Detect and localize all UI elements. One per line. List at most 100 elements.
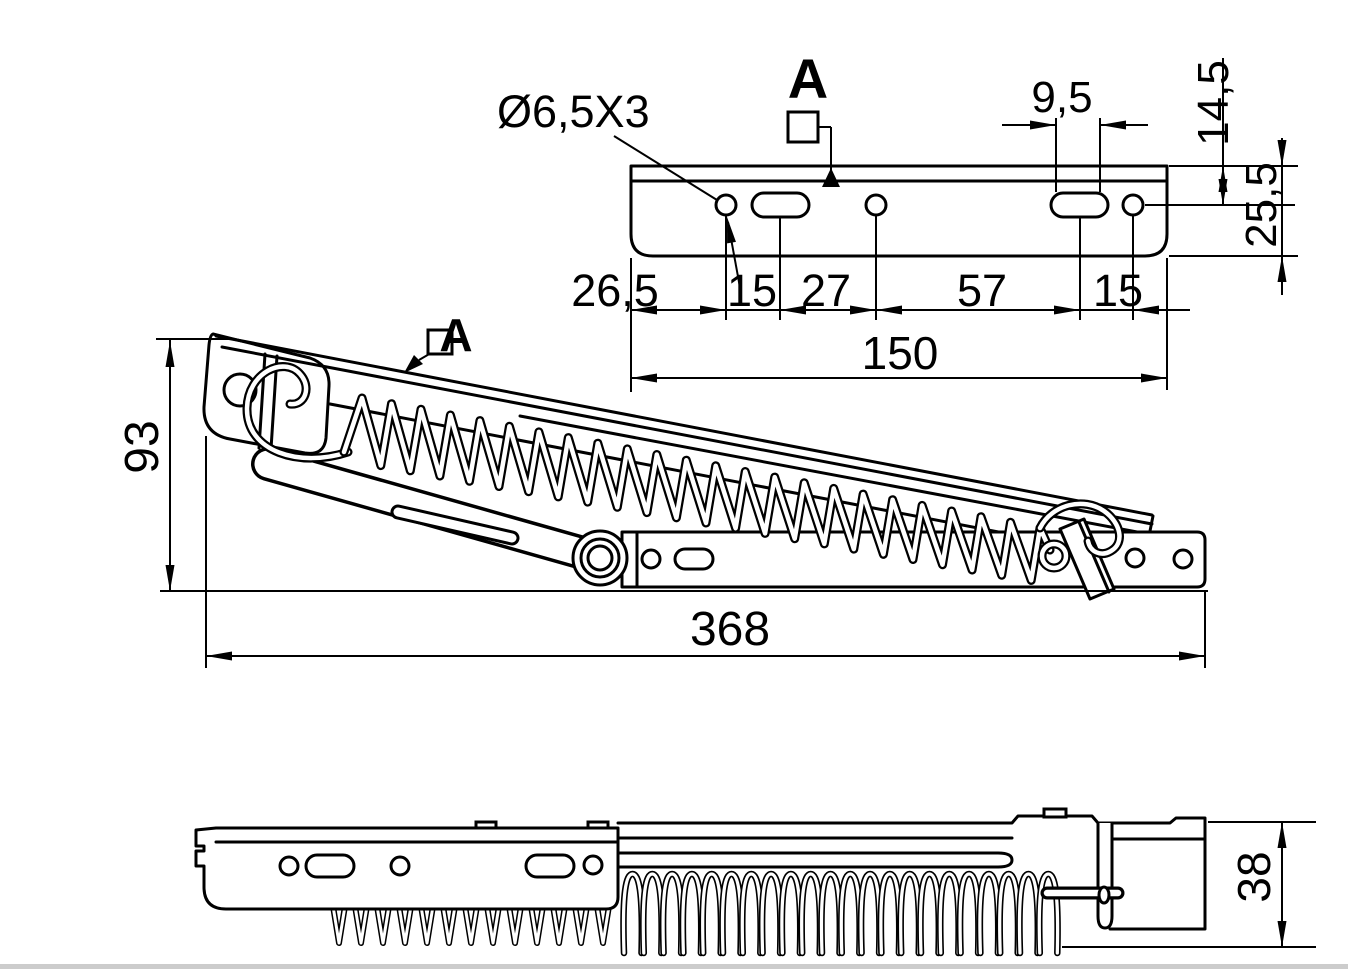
plan-spring-v-coil-core (485, 904, 501, 945)
base-hole-3 (1172, 548, 1194, 570)
dimension-arrow (1277, 256, 1287, 282)
dimension-arrow (727, 217, 736, 244)
section-marker-triangle-detail (822, 168, 840, 187)
dimension-arrow (1277, 140, 1287, 166)
page-bottom-rule (0, 964, 1348, 969)
dimension-arrow (1277, 822, 1287, 848)
dim-chain-4: 57 (957, 265, 1007, 316)
dim-chain-3: 27 (801, 265, 851, 316)
plan-spring-v-coil-core (397, 904, 413, 945)
upper-arm-top-edge (214, 334, 1154, 517)
section-label-side: A (439, 309, 472, 361)
center-pivot-hole (586, 544, 614, 572)
spring-left-hook-core (244, 364, 351, 461)
dimension-arrow (165, 565, 175, 591)
plan-hole-2 (389, 855, 411, 877)
section-marker-triangle-side (404, 355, 423, 373)
end-bracket-edge (1077, 520, 1111, 594)
tension-spring-side-view (242, 362, 1124, 585)
dim-chain-5: 15 (1093, 265, 1143, 316)
plate-hole-1 (714, 193, 738, 217)
plan-slot-2 (524, 853, 576, 879)
link-arm-core (254, 450, 611, 571)
dimension-arrow (206, 651, 232, 661)
dimension-arrow (1277, 921, 1287, 947)
plate-slot-2 (1049, 191, 1110, 219)
dim-folded-thickness: 38 (1228, 851, 1280, 902)
anchor-bracket (202, 332, 331, 455)
dim-slot-width: 9,5 (1031, 73, 1092, 122)
dimension-arrow (1133, 305, 1159, 315)
dimension-arrow (1141, 373, 1167, 383)
plan-view-spring-hook (1040, 885, 1125, 905)
dimension-arrow (631, 373, 657, 383)
link-slot-core (393, 507, 517, 543)
dim-open-height: 93 (116, 420, 169, 473)
plan-spring-v-coil-core (375, 904, 391, 945)
plan-slot-1 (304, 853, 356, 879)
plan-arm-channel (616, 851, 1014, 869)
dim-chain-1: 26,5 (571, 265, 659, 316)
plan-view-spring-coils (330, 870, 1061, 957)
hole-callout-label: Ø6,5X3 (497, 86, 650, 137)
dimension-arrow (631, 305, 657, 315)
plan-spring-hook-eye (1097, 885, 1111, 905)
plan-spring-v-coil-core (441, 904, 457, 945)
plan-end-hook-bracket (1096, 823, 1114, 930)
plan-spring-v-coil-core (507, 904, 523, 945)
spring-coils-core (341, 395, 1053, 583)
plan-view-mechanism (194, 807, 1207, 931)
dimension-arrow (850, 305, 876, 315)
plan-arm-top-edge (616, 814, 1207, 931)
upper-arm-rolled-edge (220, 345, 1154, 526)
dimension-labels: Ø6,5X3 A A 9,5 14,5 25,5 26,5 15 27 57 1… (116, 47, 1286, 903)
side-view-mechanism (202, 332, 1207, 601)
dimension-arrow (876, 305, 902, 315)
dimension-arrow (1100, 120, 1126, 130)
dimension-arrow (700, 305, 726, 315)
plan-spring-coil-core (1037, 872, 1060, 955)
plan-arm-tab (1042, 807, 1068, 819)
plate-outline (629, 164, 1169, 258)
end-bracket (1058, 517, 1116, 601)
upper-arm-inner-edge (518, 414, 1150, 536)
plan-spring-v-coil-core (573, 904, 589, 945)
dim-top-to-hole: 14,5 (1189, 60, 1238, 146)
dimension-arrow (1218, 179, 1228, 205)
base-hole-2 (1124, 547, 1146, 569)
dimension-arrow (780, 305, 806, 315)
dim-overall-length-plate: 150 (862, 327, 939, 379)
plan-spring-v-coil-core (419, 904, 435, 945)
plan-spring-v-coil-core (529, 904, 545, 945)
section-label-detail: A (788, 47, 828, 110)
dimension-lines (156, 58, 1316, 948)
base-slot (673, 547, 715, 571)
plate-hole-3 (1121, 193, 1145, 217)
spring-right-hook-core (1037, 501, 1122, 556)
dim-plate-depth: 25,5 (1237, 162, 1286, 248)
plan-hole-1 (278, 855, 300, 877)
spring-eye-core (1039, 541, 1069, 571)
dimension-line (613, 135, 718, 201)
dimension-arrow (165, 341, 175, 367)
plan-spring-v-coil-core (331, 904, 347, 945)
plan-spring-v-coil-core (595, 904, 611, 945)
dimension-arrow (1030, 120, 1056, 130)
section-marker-box-side (426, 328, 454, 356)
dimension-arrow (1054, 305, 1080, 315)
plan-spring-v-coil-core (463, 904, 479, 945)
base-hole-1 (640, 548, 662, 570)
plate-slot-1 (750, 191, 811, 219)
dimension-arrows (165, 120, 1287, 947)
plate-hole-2 (864, 193, 888, 217)
dim-overall-length: 368 (690, 603, 770, 656)
plan-spring-v-coil-core (353, 904, 369, 945)
section-marker-box-detail (786, 110, 820, 144)
plan-spring-v-coil-core (551, 904, 567, 945)
detail-view-plate (629, 164, 1169, 258)
dim-chain-2: 15 (727, 265, 777, 316)
section-markers (404, 110, 840, 373)
dimension-arrow (1179, 651, 1205, 661)
